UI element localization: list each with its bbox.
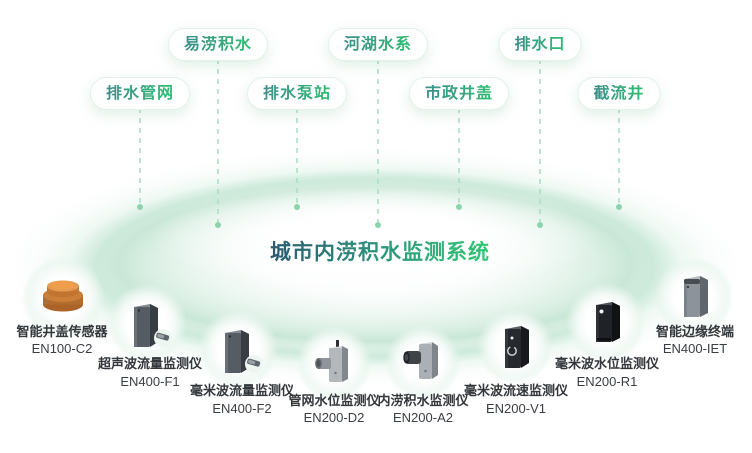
tag-drainage-pump-station: 排水泵站 bbox=[246, 77, 348, 110]
tag-drainage-pipe-network: 排水管网 bbox=[89, 77, 191, 110]
ultrasonic-flowmeter-icon bbox=[134, 304, 172, 347]
connector-dot bbox=[137, 204, 143, 210]
device-model: EN200-R1 bbox=[576, 374, 638, 389]
manhole-cover-sensor-icon bbox=[43, 280, 83, 312]
tag-municipal-manhole-cover: 市政井盖 bbox=[408, 77, 510, 110]
mmwave-velocity-monitor-icon bbox=[505, 326, 529, 368]
connector-line bbox=[139, 108, 141, 204]
device-model: EN100-C2 bbox=[31, 341, 93, 356]
connector-line bbox=[377, 59, 379, 222]
device-name: 毫米波水位监测仪 bbox=[554, 356, 659, 371]
connector-line bbox=[539, 59, 541, 222]
tag-label: 排水管网 bbox=[105, 85, 175, 102]
mmwave-flowmeter-icon bbox=[225, 330, 263, 373]
tag-river-lake-system: 河湖水系 bbox=[327, 28, 429, 61]
device-name: 智能井盖传感器 bbox=[16, 324, 108, 339]
device-name: 毫米波流量监测仪 bbox=[189, 383, 294, 398]
device-name: 管网水位监测仪 bbox=[288, 393, 380, 408]
device-name: 智能边缘终端 bbox=[655, 324, 734, 339]
device-model: EN400-F2 bbox=[212, 401, 272, 416]
device-name: 毫米波流速监测仪 bbox=[463, 383, 568, 398]
device-model: EN400-IET bbox=[662, 341, 728, 356]
pipe-level-monitor-icon bbox=[315, 340, 348, 382]
connector-dot bbox=[294, 204, 300, 210]
device-model: EN200-V1 bbox=[486, 401, 546, 416]
system-title: 城市内涝积水监测系统 bbox=[270, 236, 490, 266]
connector-dot bbox=[215, 222, 221, 228]
device-model: EN400-F1 bbox=[120, 374, 180, 389]
tag-label: 易涝积水 bbox=[183, 36, 253, 53]
tag-label: 河湖水系 bbox=[343, 36, 413, 53]
connector-dot bbox=[375, 222, 381, 228]
device-name: 超声波流量监测仪 bbox=[97, 356, 202, 371]
tag-label: 排水泵站 bbox=[262, 85, 332, 102]
mmwave-level-monitor-icon bbox=[596, 302, 620, 342]
edge-terminal-icon bbox=[684, 276, 708, 317]
waterlogging-monitor-icon bbox=[403, 342, 438, 379]
tag-waterlogging-prone-area: 易涝积水 bbox=[167, 28, 269, 61]
device-name: 内涝积水监测仪 bbox=[377, 393, 469, 408]
tag-interception-well: 截流井 bbox=[577, 77, 661, 110]
connector-line bbox=[458, 108, 460, 204]
connector-line bbox=[296, 108, 298, 204]
connector-dot bbox=[537, 222, 543, 228]
tag-drain-outlet: 排水口 bbox=[498, 28, 582, 61]
tag-label: 排水口 bbox=[514, 36, 566, 53]
tag-label: 截流井 bbox=[593, 85, 645, 102]
connector-dot bbox=[456, 204, 462, 210]
tag-label: 市政井盖 bbox=[424, 85, 494, 102]
device-model: EN200-A2 bbox=[393, 410, 453, 425]
connector-line bbox=[618, 108, 620, 204]
connector-dot bbox=[616, 204, 622, 210]
connector-line bbox=[217, 59, 219, 222]
device-model: EN200-D2 bbox=[303, 410, 365, 425]
